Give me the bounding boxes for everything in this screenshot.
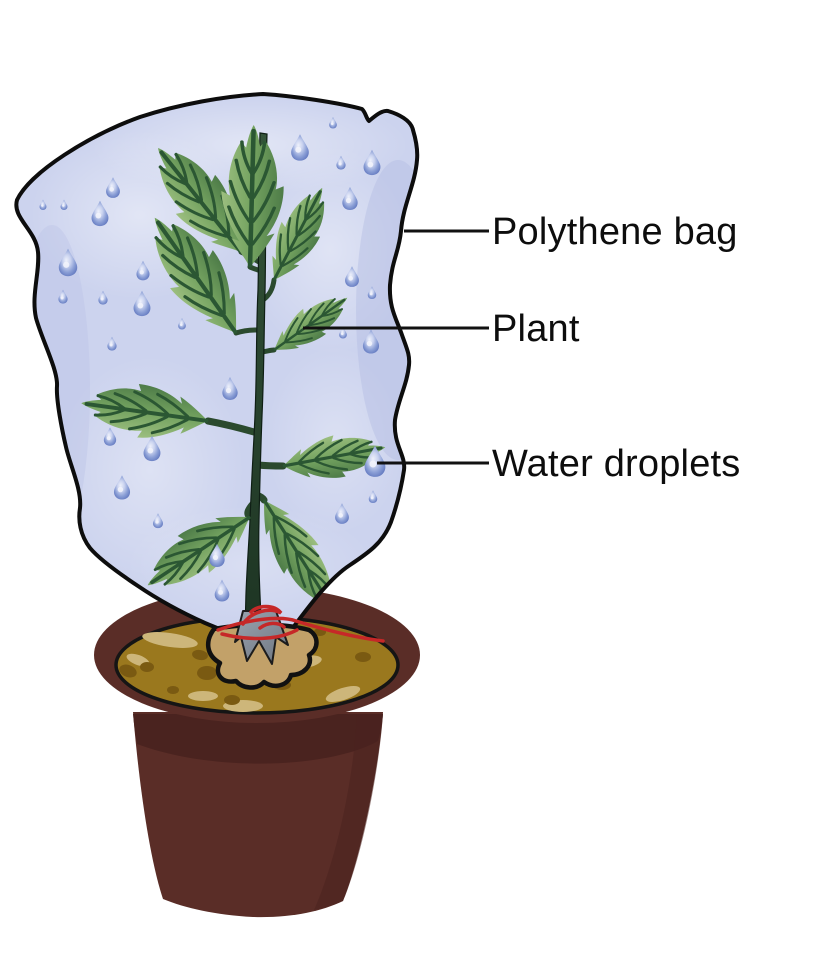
polythene-bag	[16, 94, 418, 641]
pot-side-shade	[314, 714, 383, 910]
tie-string	[216, 604, 385, 643]
label-text-water-droplets: Water droplets	[492, 443, 740, 485]
plant	[75, 124, 391, 641]
label-water-droplets: Water droplets	[377, 443, 740, 485]
label-text-polythene-bag: Polythene bag	[492, 211, 738, 253]
label-polythene-bag: Polythene bag	[404, 211, 738, 253]
label-text-plant: Plant	[492, 308, 580, 350]
plant-stem	[244, 132, 268, 641]
pot-body	[133, 712, 383, 918]
bag-tie	[206, 604, 385, 690]
pot-body-shadow	[133, 714, 383, 764]
label-plant: Plant	[303, 308, 580, 350]
